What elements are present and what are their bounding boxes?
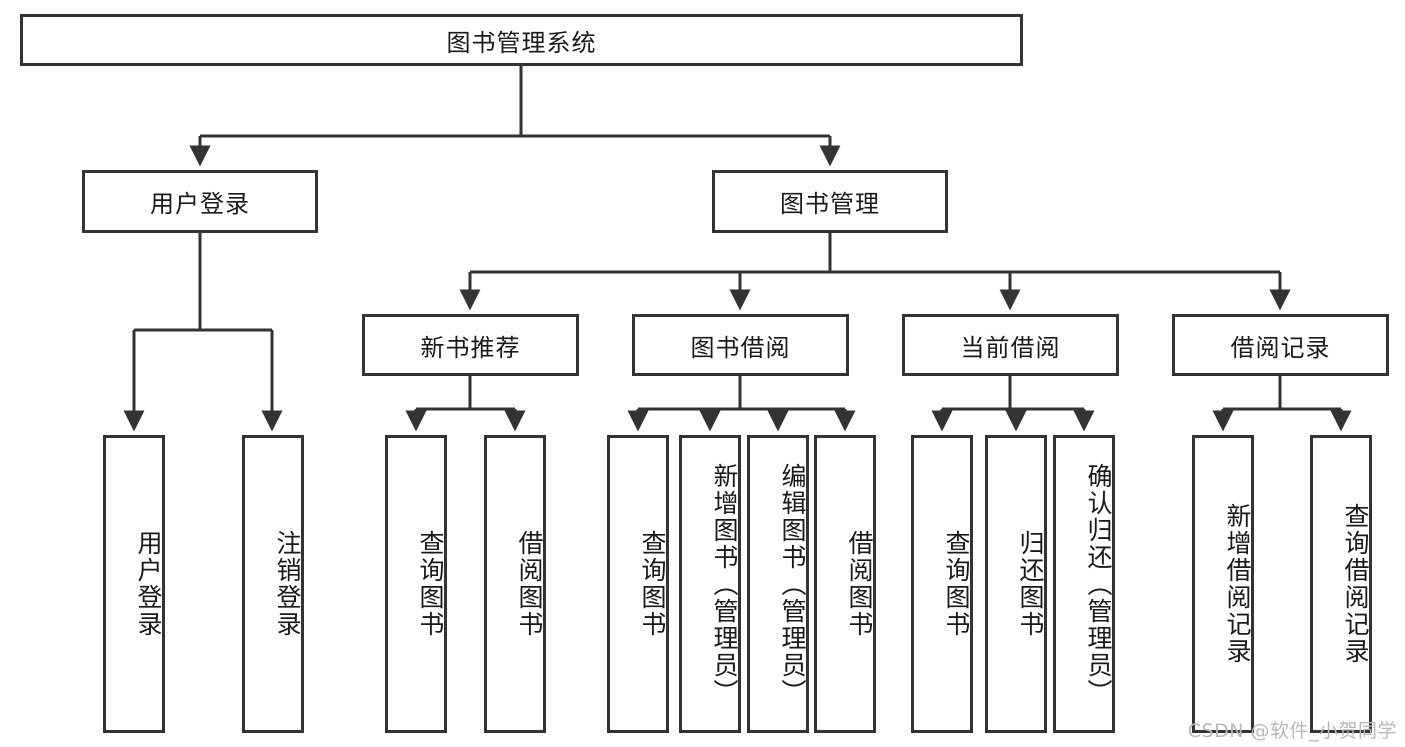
node-leaf-edit-book-admin[interactable]: 编辑图书（管理员）	[747, 435, 809, 733]
node-current-borrow-label: 当前借阅	[960, 333, 1061, 362]
node-new-book-recommend-label: 新书推荐	[420, 333, 521, 362]
node-leaf-return-book[interactable]: 归还图书	[985, 435, 1047, 733]
node-leaf-edit-book-admin-label: 编辑图书（管理员）	[778, 462, 807, 706]
node-new-book-recommend[interactable]: 新书推荐	[362, 314, 579, 376]
node-root[interactable]: 图书管理系统	[20, 14, 1023, 66]
node-leaf-query-book-3[interactable]: 查询图书	[911, 435, 973, 733]
node-user-login[interactable]: 用户登录	[82, 170, 318, 233]
node-leaf-confirm-return-admin-label: 确认归还（管理员）	[1084, 462, 1113, 706]
node-leaf-borrow-book-1[interactable]: 借阅图书	[484, 435, 546, 733]
node-leaf-query-borrow-record[interactable]: 查询借阅记录	[1310, 435, 1372, 733]
node-leaf-borrow-book-1-label: 借阅图书	[515, 530, 544, 638]
node-leaf-return-book-label: 归还图书	[1016, 530, 1045, 638]
node-book-management[interactable]: 图书管理	[712, 170, 948, 233]
node-leaf-add-book-admin-label: 新增图书（管理员）	[710, 462, 739, 706]
node-current-borrow[interactable]: 当前借阅	[902, 314, 1119, 376]
watermark-text: CSDN @软件_小贺同学	[1187, 720, 1397, 742]
node-leaf-query-book-3-label: 查询图书	[942, 530, 971, 638]
node-leaf-logout-login[interactable]: 注销登录	[242, 435, 304, 733]
node-borrow-record[interactable]: 借阅记录	[1172, 314, 1389, 376]
node-leaf-borrow-book-2-label: 借阅图书	[845, 530, 874, 638]
node-leaf-query-book-1[interactable]: 查询图书	[385, 435, 447, 733]
node-book-management-label: 图书管理	[780, 190, 880, 218]
node-leaf-query-book-2-label: 查询图书	[638, 530, 667, 638]
node-user-login-label: 用户登录	[150, 190, 250, 218]
node-leaf-borrow-book-2[interactable]: 借阅图书	[814, 435, 876, 733]
node-leaf-query-borrow-record-label: 查询借阅记录	[1341, 503, 1370, 665]
node-leaf-add-book-admin[interactable]: 新增图书（管理员）	[679, 435, 741, 733]
node-leaf-query-book-1-label: 查询图书	[416, 530, 445, 638]
node-book-borrow[interactable]: 图书借阅	[632, 314, 849, 376]
node-book-borrow-label: 图书借阅	[690, 333, 791, 362]
node-leaf-logout-login-label: 注销登录	[273, 530, 302, 638]
node-leaf-add-borrow-record-label: 新增借阅记录	[1223, 503, 1252, 665]
node-leaf-user-login[interactable]: 用户登录	[103, 435, 165, 733]
node-root-label: 图书管理系统	[446, 28, 597, 57]
node-leaf-user-login-label: 用户登录	[134, 530, 163, 638]
node-leaf-confirm-return-admin[interactable]: 确认归还（管理员）	[1053, 435, 1115, 733]
node-leaf-add-borrow-record[interactable]: 新增借阅记录	[1192, 435, 1254, 733]
node-leaf-query-book-2[interactable]: 查询图书	[607, 435, 669, 733]
node-borrow-record-label: 借阅记录	[1230, 333, 1331, 362]
